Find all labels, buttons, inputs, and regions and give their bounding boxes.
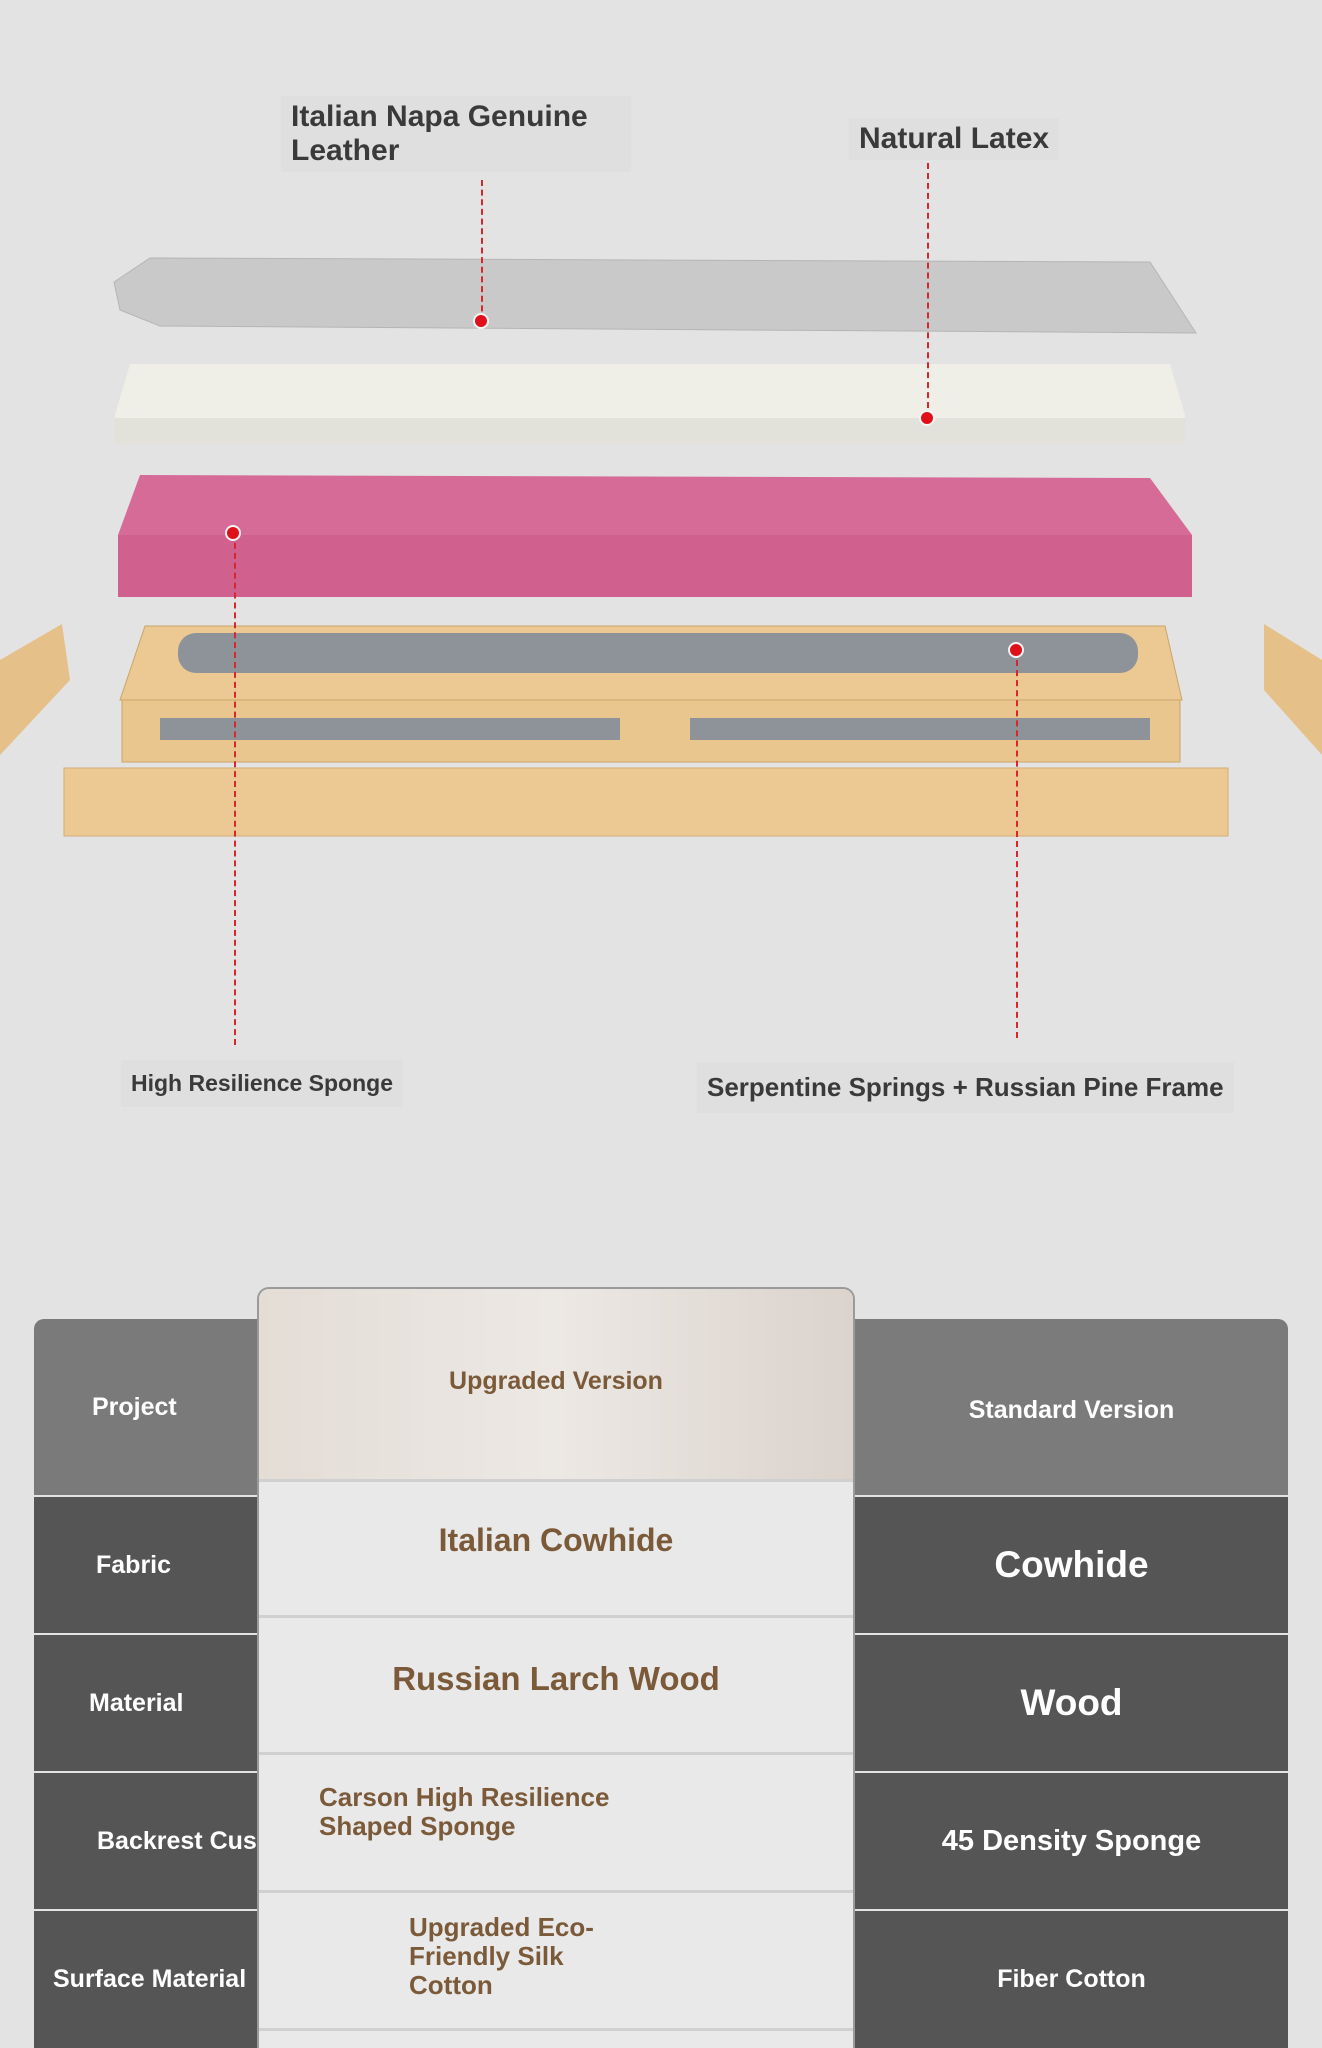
leader-line-frame bbox=[1016, 650, 1018, 1038]
marker-dot-latex bbox=[919, 410, 935, 426]
upgraded-backrest: Carson High Resilience Shaped Sponge bbox=[259, 1752, 853, 1890]
callout-leather: Italian Napa Genuine Leather bbox=[281, 96, 631, 172]
leather-layer bbox=[113, 257, 1197, 334]
marker-dot-sponge bbox=[225, 525, 241, 541]
upgraded-fabric: Italian Cowhide bbox=[259, 1479, 853, 1615]
side-wood-left bbox=[0, 624, 70, 755]
leader-line-latex bbox=[927, 163, 929, 418]
upgraded-surface: Upgraded Eco-Friendly Silk Cotton bbox=[259, 1890, 853, 2028]
header-project: Project bbox=[34, 1319, 257, 1495]
row-label-material: Material bbox=[34, 1635, 257, 1771]
callout-frame: Serpentine Springs + Russian Pine Frame bbox=[697, 1062, 1234, 1113]
header-standard: Standard Version bbox=[855, 1319, 1288, 1495]
row-label-backrest: Backrest Cushion bbox=[34, 1773, 257, 1909]
standard-fabric: Cowhide bbox=[855, 1497, 1288, 1633]
row-label-fabric: Fabric bbox=[34, 1497, 257, 1633]
sofa-layers-illustration bbox=[0, 257, 1322, 837]
project-column: Project Fabric Material Backrest Cushion… bbox=[34, 1319, 257, 2048]
exploded-diagram: Italian Napa Genuine Leather Natural Lat… bbox=[0, 96, 1322, 1113]
leader-line-leather bbox=[481, 180, 483, 321]
standard-backrest: 45 Density Sponge bbox=[855, 1773, 1288, 1909]
header-upgraded: Upgraded Version bbox=[259, 1289, 853, 1479]
upgraded-column: Upgraded Version Italian Cowhide Russian… bbox=[257, 1287, 855, 2048]
standard-column: Standard Version Cowhide Wood 45 Density… bbox=[855, 1319, 1288, 2048]
sponge-layer bbox=[118, 475, 1192, 597]
upgraded-material: Russian Larch Wood bbox=[259, 1615, 853, 1752]
comparison-table: Project Fabric Material Backrest Cushion… bbox=[34, 1287, 1288, 2048]
spring-frame bbox=[63, 625, 1229, 837]
upgraded-next-row bbox=[259, 2028, 853, 2048]
row-label-surface: Surface Material bbox=[34, 1911, 257, 2048]
callout-sponge: High Resilience Sponge bbox=[121, 1060, 403, 1107]
marker-dot-leather bbox=[473, 313, 489, 329]
standard-surface: Fiber Cotton bbox=[855, 1911, 1288, 2048]
callout-latex: Natural Latex bbox=[849, 118, 1060, 160]
latex-layer bbox=[115, 364, 1185, 444]
marker-dot-frame bbox=[1008, 642, 1024, 658]
standard-material: Wood bbox=[855, 1635, 1288, 1771]
leader-line-sponge bbox=[234, 533, 236, 1045]
side-wood-right bbox=[1264, 624, 1322, 755]
